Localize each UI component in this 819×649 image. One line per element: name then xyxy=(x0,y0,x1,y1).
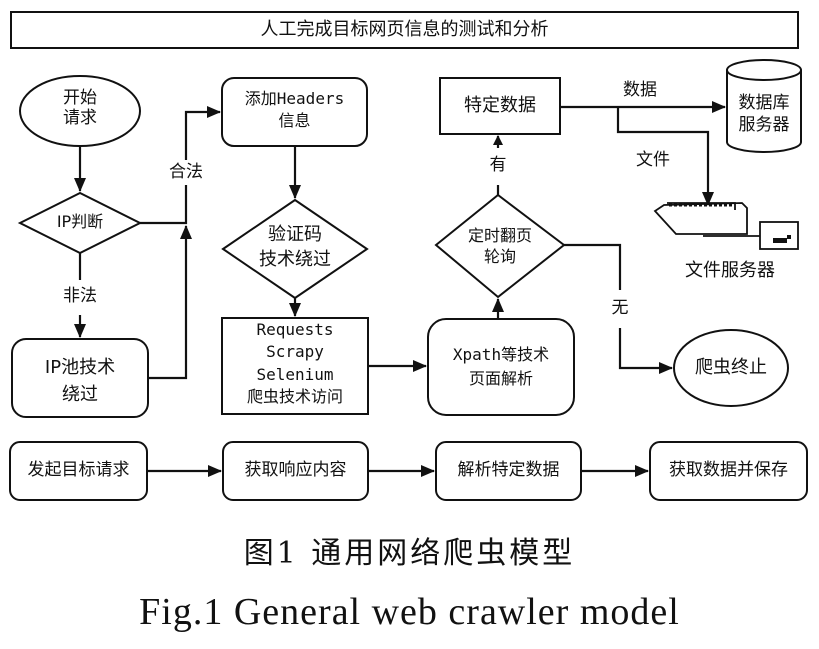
figure-caption-en: Fig.1 General web crawler model xyxy=(139,591,680,633)
edge-no-stop xyxy=(618,328,673,374)
captcha-diamond xyxy=(221,198,369,300)
title-box xyxy=(10,11,799,49)
xpath-parse-box xyxy=(427,318,575,416)
crawler-access-label: Requests Scrapy Selenium 爬虫技术访问 xyxy=(222,319,368,409)
captcha-line2: 技术绕过 xyxy=(259,249,331,271)
xpath-parse-label: Xpath等技术 页面解析 xyxy=(428,343,574,391)
crawler-line1: Requests xyxy=(256,320,334,339)
ip-pool-label: IP池技术 绕过 xyxy=(12,354,148,408)
edge-label-data: 数据 xyxy=(623,80,657,100)
add-headers-line1: 添加Headers xyxy=(244,89,345,108)
pipeline-box-4 xyxy=(649,441,808,501)
edge-ippool-up xyxy=(148,225,192,380)
edge-paging-no xyxy=(564,243,622,290)
edge-legal-headers xyxy=(184,106,221,160)
edge-label-no: 无 xyxy=(611,298,629,318)
edge-specific-file xyxy=(616,107,714,206)
pipeline-label-2: 获取响应内容 xyxy=(244,460,347,480)
start-node-label: 开始 请求 xyxy=(20,88,140,129)
start-line2: 请求 xyxy=(63,108,97,129)
ip-pool-line2: 绕过 xyxy=(62,384,98,405)
crawler-line2: Scrapy xyxy=(266,342,324,362)
paging-line2: 轮询 xyxy=(483,246,516,266)
edge-label-file: 文件 xyxy=(636,150,670,170)
pipeline-label-1: 发起目标请求 xyxy=(27,460,130,480)
db-line2: 服务器 xyxy=(738,115,790,136)
ip-pool-line1: IP池技术 xyxy=(44,357,116,378)
db-line1: 数据库 xyxy=(738,93,790,113)
captcha-label: 验证码 技术绕过 xyxy=(223,222,367,272)
edge-label-legal: 合法 xyxy=(169,162,203,182)
captcha-line1: 验证码 xyxy=(268,224,322,245)
edge-label-yes: 有 xyxy=(489,155,507,175)
crawler-line3: Selenium xyxy=(256,364,334,384)
db-server-label: 数据库 服务器 xyxy=(727,92,801,136)
start-line1: 开始 xyxy=(63,88,97,108)
pipeline-label-3: 解析特定数据 xyxy=(457,460,560,480)
file-server-icon xyxy=(653,202,799,250)
db-cylinder-top xyxy=(726,59,802,81)
pipeline-label-4: 获取数据并保存 xyxy=(669,460,788,480)
xpath-line2: 页面解析 xyxy=(468,369,533,388)
paging-label: 定时翻页 轮询 xyxy=(436,226,564,268)
edge-ipcheck-legal xyxy=(140,185,188,225)
file-server-label: 文件服务器 xyxy=(685,260,775,281)
diagram-title: 人工完成目标网页信息的测试和分析 xyxy=(260,19,549,40)
specific-data-label: 特定数据 xyxy=(464,95,536,116)
crawler-stop-label: 爬虫终止 xyxy=(695,357,767,378)
add-headers-label: 添加Headers 信息 xyxy=(222,88,367,133)
figure-caption-cn: 图1 通用网络爬虫模型 xyxy=(243,536,576,571)
paging-line1: 定时翻页 xyxy=(467,226,532,245)
edge-label-illegal: 非法 xyxy=(63,286,97,306)
db-cylinder xyxy=(726,70,802,153)
ip-check-label: IP判断 xyxy=(56,212,104,231)
xpath-line1: Xpath等技术 xyxy=(452,345,550,364)
add-headers-line2: 信息 xyxy=(278,111,311,131)
crawler-line4: 爬虫技术访问 xyxy=(246,387,343,407)
crawler-stop-ellipse xyxy=(673,329,789,407)
